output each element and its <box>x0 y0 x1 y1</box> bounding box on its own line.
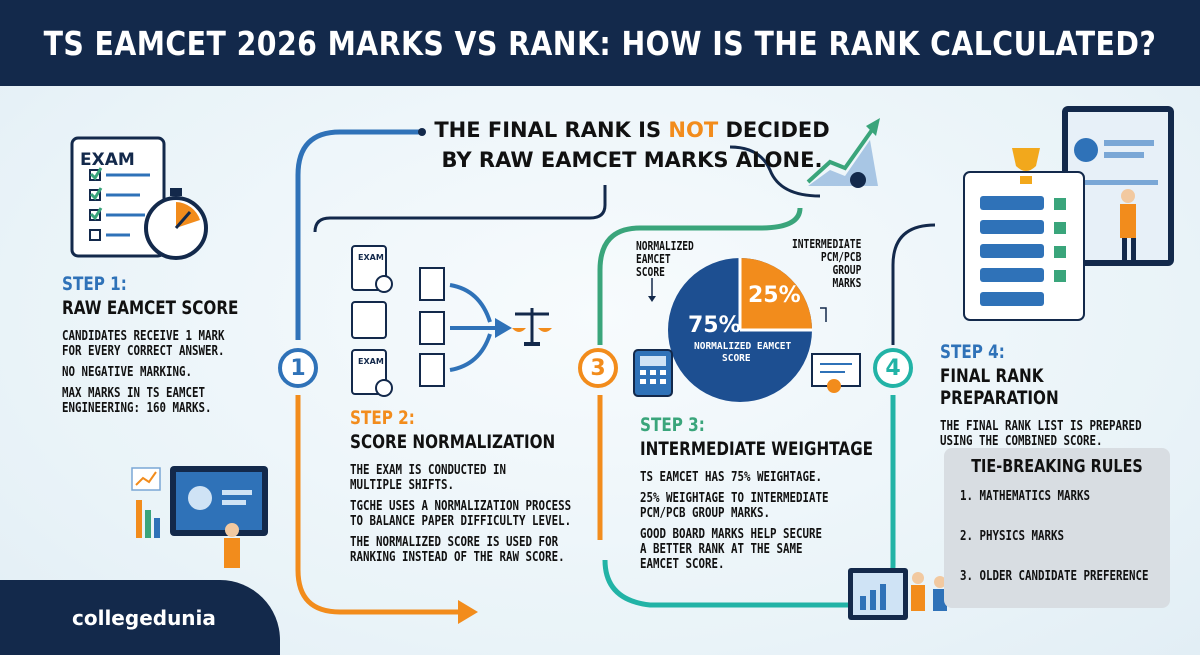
exam-sheet-icon <box>70 136 166 258</box>
donut-left-label-1: NORMALIZED <box>636 239 694 253</box>
step2-point-4: TO BALANCE PAPER DIFFICULTY LEVEL. <box>350 513 572 529</box>
step4-point-1: THE FINAL RANK LIST IS PREPARED <box>940 418 1142 434</box>
step2-block: STEP 2: SCORE NORMALIZATION THE EXAM IS … <box>350 407 571 565</box>
rank-list-illustration <box>963 106 1174 321</box>
analyst-illustration <box>131 466 268 568</box>
step-number-1: 1 <box>278 348 318 388</box>
step1-point-1: CANDIDATES RECEIVE 1 MARK <box>62 328 225 344</box>
normalization-illustration <box>351 245 552 397</box>
step-number-3: 3 <box>578 348 618 388</box>
connector-blue <box>295 129 420 340</box>
calculator-icon <box>633 349 673 397</box>
growth-chart-icon <box>806 118 880 188</box>
donut-big-value: 75% <box>688 313 741 338</box>
donut-big-label-1: NORMALIZED EAMCET <box>694 341 792 352</box>
header-bar: TS EAMCET 2026 MARKS VS RANK: HOW IS THE… <box>0 0 1200 86</box>
brand-name: collegedunia <box>72 605 216 630</box>
connector-navy-2 <box>313 185 607 233</box>
exam-icon-text: EXAM <box>80 150 135 170</box>
connector-green <box>597 207 803 345</box>
step3-title: INTERMEDIATE WEIGHTAGE <box>640 438 874 460</box>
step3-block: STEP 3: INTERMEDIATE WEIGHTAGE TS EAMCET… <box>640 414 873 572</box>
step2-point-5: THE NORMALIZED SCORE IS USED FOR <box>350 534 559 550</box>
step4-title: FINAL RANK PREPARATION <box>940 365 1059 409</box>
center-msg-line2: BY RAW EAMCET MARKS ALONE. <box>441 148 823 172</box>
center-message: THE FINAL RANK IS NOT DECIDED BY RAW EAM… <box>432 115 832 175</box>
certificate-icon <box>811 353 861 393</box>
page-title: TS EAMCET 2026 MARKS VS RANK: HOW IS THE… <box>43 23 1157 63</box>
donut-right-label: INTERMEDIATE PCM/PCB GROUP MARKS <box>792 238 861 290</box>
step2-title: SCORE NORMALIZATION <box>350 431 556 453</box>
center-msg-pre: THE FINAL RANK IS <box>434 118 669 142</box>
connector-navy <box>729 145 821 198</box>
stopwatch-icon <box>144 188 208 260</box>
step1-point-3: NO NEGATIVE MARKING. <box>62 364 193 380</box>
step1-label: STEP 1: <box>62 273 127 295</box>
donut-right-label-3: GROUP <box>832 263 862 277</box>
donut-orange-segment <box>740 258 812 330</box>
step1-block: STEP 1: RAW EAMCET SCORE CANDIDATES RECE… <box>62 273 238 416</box>
step3-point-5: A BETTER RANK AT THE SAME <box>640 541 803 557</box>
step2-point-1: THE EXAM IS CONDUCTED IN <box>350 462 507 478</box>
brand-footer: collegedunia <box>0 580 280 655</box>
tie-breaking-title: TIE-BREAKING RULES <box>971 456 1143 477</box>
step4-point-2: USING THE COMBINED SCORE. <box>940 433 1103 449</box>
presenter-illustration <box>848 568 947 620</box>
donut-left-label: NORMALIZED EAMCET SCORE <box>636 240 694 279</box>
step4-block: STEP 4: FINAL RANK PREPARATION THE FINAL… <box>940 341 1148 449</box>
step1-title: RAW EAMCET SCORE <box>62 297 239 319</box>
step1-point-2: FOR EVERY CORRECT ANSWER. <box>62 343 225 359</box>
tie-rule-3: 3. OLDER CANDIDATE PREFERENCE <box>960 568 1149 584</box>
connector-dot <box>418 128 426 136</box>
weightage-donut <box>668 258 812 402</box>
tie-breaking-content: TIE-BREAKING RULES 1. MATHEMATICS MARKS … <box>960 456 1149 584</box>
step-number-4: 4 <box>873 348 913 388</box>
step3-point-3: PCM/PCB GROUP MARKS. <box>640 505 771 521</box>
step2-label: STEP 2: <box>350 407 415 429</box>
donut-right-label-2: PCM/PCB <box>820 250 862 264</box>
connector-arrowhead <box>458 600 478 624</box>
tie-rule-1: 1. MATHEMATICS MARKS <box>960 488 1091 504</box>
donut-big-label-2: SCORE <box>722 353 751 364</box>
center-msg-emphasis: NOT <box>668 118 719 142</box>
tie-breaking-box <box>944 448 1170 608</box>
step1-point-4: MAX MARKS IN TS EAMCET <box>62 385 206 401</box>
donut-left-label-2: EAMCET <box>636 252 671 266</box>
donut-small-value: 25% <box>748 283 801 308</box>
step1-point-5: ENGINEERING: 160 MARKS. <box>62 400 212 416</box>
tie-rule-2: 2. PHYSICS MARKS <box>960 528 1065 544</box>
step2-point-2: MULTIPLE SHIFTS. <box>350 477 455 493</box>
step3-point-1: TS EAMCET HAS 75% WEIGHTAGE. <box>640 469 823 485</box>
step2-point-6: RANKING INSTEAD OF THE RAW SCORE. <box>350 549 565 565</box>
step2-point-3: TGCHE USES A NORMALIZATION PROCESS <box>350 498 572 514</box>
donut-right-label-4: MARKS <box>832 276 862 290</box>
center-msg-post: DECIDED <box>718 118 830 142</box>
donut-right-label-1: INTERMEDIATE <box>792 237 862 251</box>
donut-left-label-3: SCORE <box>636 265 665 279</box>
step3-point-2: 25% WEIGHTAGE TO INTERMEDIATE <box>640 490 829 506</box>
connector-navy-3 <box>891 223 936 345</box>
step3-point-6: EAMCET SCORE. <box>640 556 725 572</box>
connector-orange <box>295 395 460 615</box>
step3-label: STEP 3: <box>640 414 705 436</box>
exam-icon-text-2b: EXAM <box>358 357 384 366</box>
step4-label: STEP 4: <box>940 341 1005 363</box>
exam-icon-text-2a: EXAM <box>358 253 384 262</box>
step3-point-4: GOOD BOARD MARKS HELP SECURE <box>640 526 823 542</box>
